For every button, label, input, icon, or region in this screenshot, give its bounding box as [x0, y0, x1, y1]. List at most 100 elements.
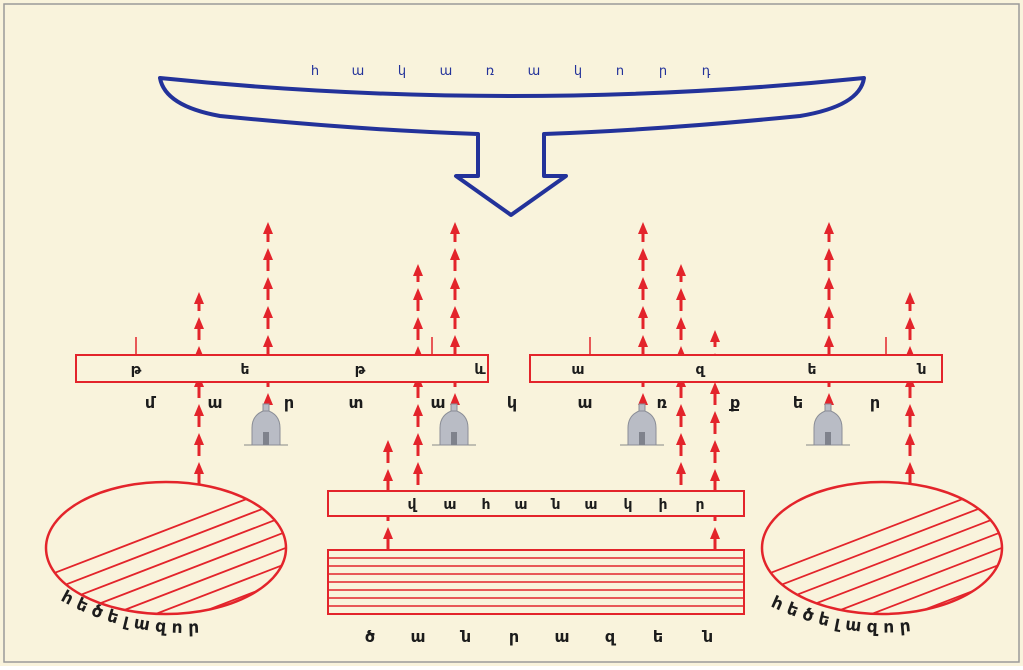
arrow-head — [676, 462, 686, 474]
arrow-head — [413, 317, 423, 329]
center-bar-letter-1: ա — [443, 497, 456, 513]
arrow-head — [824, 306, 834, 318]
bottom-word-letter-7: ն — [702, 627, 713, 646]
bottom-word-letter-5: զ — [605, 627, 617, 646]
bottom-word-letter-4: ա — [554, 627, 569, 646]
arrow-head — [638, 222, 648, 234]
arrow-head — [638, 335, 648, 347]
arrow-head — [413, 288, 423, 300]
right-bar-letter-3: ն — [917, 362, 927, 378]
arrow-head — [638, 393, 648, 405]
bottom-word-letter-0: ծ — [365, 627, 375, 646]
top-word-letter-3: ա — [440, 64, 453, 79]
arrow-head — [710, 527, 720, 539]
middle-word-letter-0: մ — [145, 393, 157, 412]
right-bar-letter-2: ե — [808, 362, 817, 378]
top-word-letter-1: ա — [352, 64, 365, 79]
top-word-letter-7: ո — [616, 64, 624, 79]
cavalry-hatch-line — [46, 543, 286, 614]
middle-word-letter-9: ե — [793, 393, 803, 412]
top-word-letter-8: ր — [659, 64, 667, 79]
arrow-head — [450, 335, 460, 347]
bottom-word-letter-6: ե — [653, 627, 663, 646]
church-dome-icon — [244, 403, 288, 446]
arrow-head — [194, 462, 204, 474]
arrow-head — [710, 411, 720, 423]
arrow-head — [413, 404, 423, 416]
cavalry-hatch-line — [762, 543, 1002, 614]
bar-ticks — [135, 337, 887, 355]
left-bar-letter-2: թ — [355, 362, 366, 378]
arrow-head — [263, 335, 273, 347]
left-bar-letter-1: ե — [241, 362, 250, 378]
dome-icons — [244, 403, 850, 446]
left-bar-letter-0: թ — [131, 362, 142, 378]
left-bar — [75, 354, 489, 383]
arrow-head — [263, 248, 273, 260]
arrow-head — [450, 306, 460, 318]
arrow-head — [638, 248, 648, 260]
bottom-word-letter-3: ր — [509, 627, 519, 646]
arrow-head — [450, 248, 460, 260]
middle-word-letter-5: կ — [507, 393, 517, 412]
cavalry-hatch-line — [762, 495, 1002, 597]
right-bar — [529, 354, 943, 383]
center-bar-letter-0: վ — [408, 497, 418, 513]
arrow-head — [383, 440, 393, 452]
middle-word-letter-3: տ — [349, 393, 364, 412]
arrow-head — [263, 393, 273, 405]
commander-funnel-shape — [158, 76, 866, 217]
middle-word-letter-10: ր — [870, 393, 880, 412]
arrow-head — [263, 222, 273, 234]
middle-word-letter-4: ա — [430, 393, 445, 412]
top-word-letter-6: կ — [574, 64, 582, 79]
left-bar-letter-3: և — [474, 362, 486, 378]
arrow-head — [824, 222, 834, 234]
arrow-head — [413, 433, 423, 445]
center-bar-letter-6: կ — [624, 497, 633, 513]
arrow-head — [383, 527, 393, 539]
middle-word-letter-8: ք — [729, 393, 740, 412]
church-dome-icon — [432, 403, 476, 446]
bottom-word-letter-2: ն — [460, 627, 471, 646]
center-bar-letter-3: ա — [514, 497, 527, 513]
arrow-head — [905, 317, 915, 329]
arrow-head — [263, 277, 273, 289]
arrow-head — [194, 404, 204, 416]
arrow-head — [824, 277, 834, 289]
arrow-head — [413, 264, 423, 276]
middle-word-letter-7: ռ — [657, 393, 668, 412]
arrow-head — [905, 433, 915, 445]
arrow-head — [194, 292, 204, 304]
arrow-head — [413, 462, 423, 474]
center-bar-letter-2: հ — [482, 497, 491, 513]
arrow-head — [824, 335, 834, 347]
right-bar-letter-0: ա — [571, 362, 584, 378]
infantry-block — [327, 549, 745, 615]
top-word-letter-5: ա — [528, 64, 541, 79]
arrow-head — [824, 393, 834, 405]
arrow-column-9 — [905, 292, 915, 485]
cavalry-hatch-line — [46, 559, 286, 614]
frame — [3, 3, 1020, 663]
arrow-head — [638, 277, 648, 289]
arrow-head — [263, 306, 273, 318]
top-word-letter-2: կ — [398, 64, 406, 79]
arrow-head — [710, 469, 720, 481]
arrow-head — [710, 440, 720, 452]
center-bar-letter-5: ա — [584, 497, 597, 513]
arrow-head — [676, 433, 686, 445]
arrow-head — [676, 264, 686, 276]
arrow-head — [638, 306, 648, 318]
arrow-head — [450, 222, 460, 234]
church-dome-icon — [806, 403, 850, 446]
top-word-letter-9: դ — [702, 64, 711, 79]
arrow-head — [905, 462, 915, 474]
